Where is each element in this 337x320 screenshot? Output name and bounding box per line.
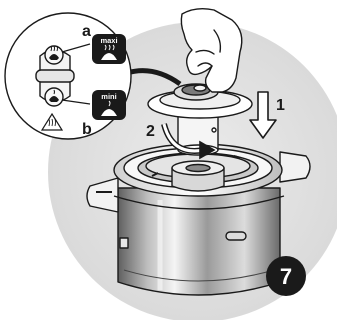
step-number-text: 7 [280,264,292,289]
label-step-1: 1 [276,97,285,114]
label-step-2: 2 [146,123,155,140]
step-number-badge: 7 [266,256,306,296]
maxi-badge: maxi [92,34,126,64]
pot-window [226,232,246,240]
maxi-badge-text: maxi [100,36,117,45]
valve-detail-inset: maxi mini a b [5,13,131,139]
right-handle [280,152,310,182]
label-b: b [82,121,92,138]
mini-badge: mini [92,90,126,120]
label-a: a [82,23,91,40]
mini-badge-text: mini [101,92,116,101]
